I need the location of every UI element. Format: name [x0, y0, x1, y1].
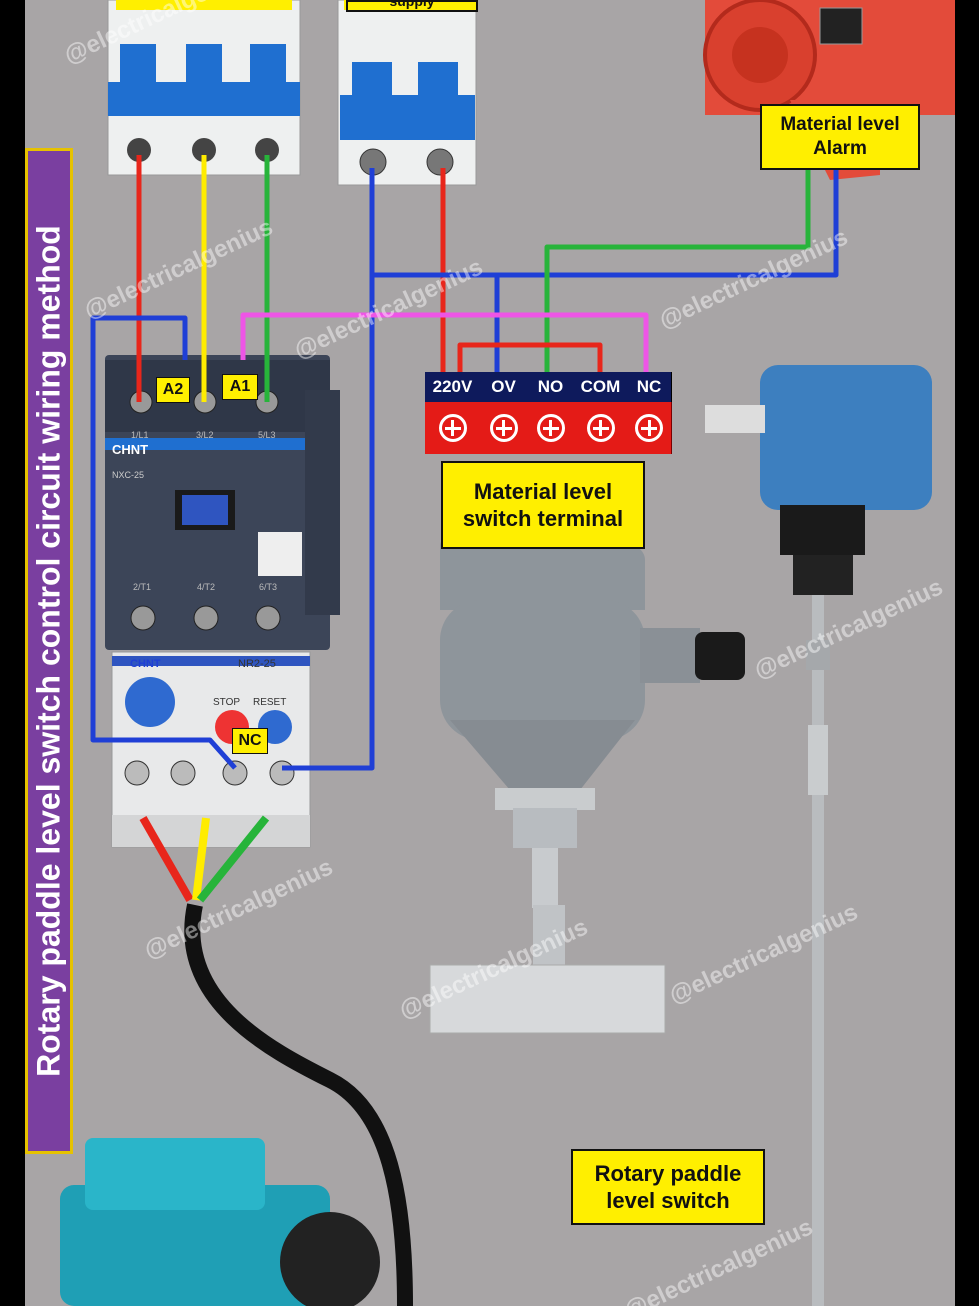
terminal-no-label: NO [527, 372, 575, 402]
vertical-title-bar: Rotary paddle level switch control circu… [25, 148, 73, 1154]
relay-model: NR2-25 [238, 658, 276, 670]
rope-level-switch [705, 365, 932, 1306]
relay-brand: CHNT [130, 658, 161, 670]
three-pole-breaker [107, 0, 301, 176]
overload-relay [111, 651, 311, 848]
motor-wire-green [196, 815, 270, 903]
terminal-5l3: 5/L3 [258, 430, 276, 440]
screw-icon [438, 414, 467, 442]
wire-nc-pink [240, 312, 649, 372]
a2-tag: A2 [156, 377, 190, 403]
overload-nc-tag: NC [232, 728, 268, 754]
stop-label: STOP [213, 697, 241, 708]
wire-com-jumper-red [457, 342, 603, 372]
contactor [105, 355, 340, 650]
terminal-ov-label: OV [480, 372, 528, 402]
a1-tag: A1 [222, 374, 258, 400]
motor-cable [184, 903, 413, 1306]
screw-icon [489, 414, 518, 442]
terminal-ov-screw [480, 402, 528, 454]
reset-label: RESET [253, 697, 287, 708]
wire-a2-blue [90, 315, 237, 770]
contactor-model: NXC-25 [112, 470, 145, 480]
terminal-com-label: COM [574, 372, 628, 402]
wire-alarm-blue [372, 165, 839, 278]
terminal-3l2: 3/L2 [196, 430, 214, 440]
terminal-4t2: 4/T2 [197, 582, 216, 592]
terminal-220v-screw [425, 402, 481, 454]
terminal-220v-label: 220V [425, 372, 481, 402]
contactor-brand: CHNT [112, 442, 149, 457]
terminal-nc-screw [627, 402, 672, 454]
screw-icon [635, 414, 663, 442]
paddle-switch-label: Rotary paddle level switch [571, 1149, 765, 1225]
terminal-2t1: 2/T1 [133, 582, 152, 592]
terminal-nc-label: NC [627, 372, 672, 402]
terminal-com-screw [574, 402, 628, 454]
page-title: Rotary paddle level switch control circu… [30, 225, 67, 1077]
screw-icon [536, 414, 565, 442]
motor [60, 1138, 380, 1306]
motor-wire-red [139, 816, 194, 902]
motor-wire-yellow [192, 817, 210, 901]
wire-neutral-blue [282, 168, 375, 771]
terminal-6t3: 6/T3 [259, 582, 278, 592]
screw-icon [586, 414, 615, 442]
paddle-level-switch [429, 530, 745, 1034]
terminal-1l1: 1/L1 [131, 430, 149, 440]
terminal-label: Material level switch terminal [441, 461, 645, 549]
wires [90, 155, 839, 1306]
supply-label: supply [346, 0, 478, 12]
alarm-label: Material level Alarm [760, 104, 920, 170]
terminal-no-screw [527, 402, 575, 454]
two-pole-supply-breaker [337, 0, 477, 186]
breaker-label-strip [116, 0, 292, 10]
wire-no-green [544, 165, 811, 372]
